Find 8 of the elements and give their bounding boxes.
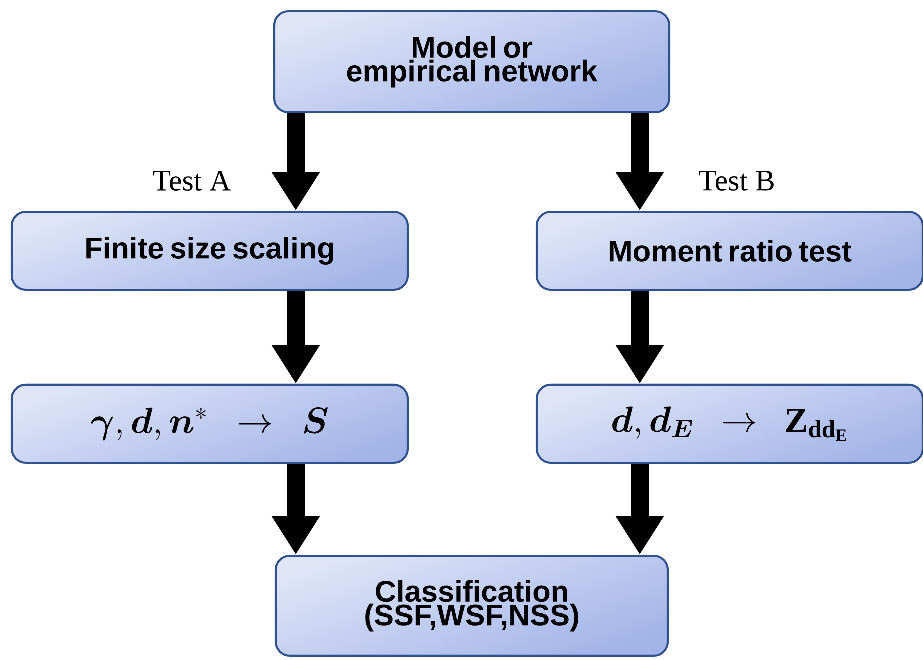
- process-box: Classification (SSF,WSF,NSS): [274, 554, 670, 658]
- edge-label: Test B: [696, 169, 778, 193]
- process-box: $\boldsymbol{\gamma}, \boldsymbol{d}, \boldsymbol{n}^{*} \rightarrow \boldsymbol{S}$: [10, 384, 410, 464]
- process-box: Moment ratio test: [536, 210, 923, 292]
- process-box: Finite size scaling: [10, 210, 410, 292]
- process-box: Model or empirical network: [273, 10, 671, 114]
- process-box: $\boldsymbol{d}, \boldsymbol{d}_{\boldsymbol{E}} \rightarrow \mathbf{Z}_{\mathbf{dd}_{\mathbf{E}}}$: [536, 384, 923, 464]
- edge-label: Test A: [151, 169, 233, 193]
